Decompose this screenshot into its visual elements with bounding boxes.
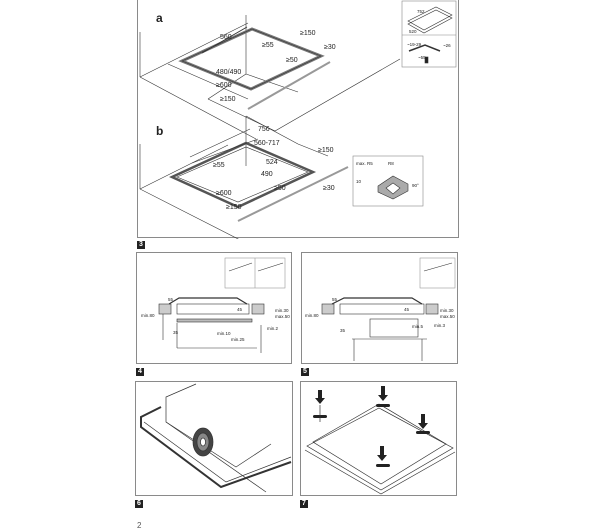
inset-dim: 520 bbox=[409, 29, 417, 34]
figure-number-badge: 4 bbox=[136, 368, 144, 376]
seal-tape-illustration bbox=[140, 383, 292, 493]
inset-dim: 10 bbox=[356, 179, 362, 184]
dim-label: 480/490 bbox=[216, 69, 242, 76]
dim-label: ≥55 bbox=[213, 162, 225, 169]
figure-5-panel: 55 min.80 45 min.30 max.50 35 min.5 min.… bbox=[301, 252, 458, 364]
dim-label: min.80 bbox=[305, 313, 319, 318]
figure-4-panel: 55 min.80 45 min.30 max.50 35 min.10 min… bbox=[136, 252, 292, 364]
dim-label: ≥30 bbox=[324, 44, 336, 51]
inset-dim: R8 bbox=[388, 161, 394, 166]
figure-3-panel: a 560 ≥55 ≥150 ≥30 ≥50 480/490 ≥600 ≥150… bbox=[137, 0, 459, 239]
dim-label: ≥150 bbox=[300, 30, 316, 37]
dim-label: min.5 bbox=[412, 324, 424, 329]
dim-label: min.2 bbox=[267, 326, 279, 331]
dim-label: max.50 bbox=[440, 314, 455, 319]
built-in-section-diagram bbox=[321, 257, 456, 361]
mounting-brackets-illustration bbox=[304, 386, 456, 495]
dim-label: 55 bbox=[168, 297, 174, 302]
dim-label: ≥600 bbox=[216, 82, 232, 89]
dim-label: 560 bbox=[220, 34, 232, 41]
dim-label: 35 bbox=[340, 328, 346, 333]
inset-dim: max. R5 bbox=[356, 161, 373, 166]
inset-dim: 752 bbox=[417, 9, 425, 14]
dim-label: 560-717 bbox=[254, 140, 280, 147]
dim-label: 35 bbox=[173, 330, 179, 335]
dim-label: ≥50 bbox=[286, 57, 298, 64]
dim-label: min.10 bbox=[217, 331, 231, 336]
inset-dim: 90° bbox=[412, 183, 419, 188]
inset-dim: ~26 bbox=[443, 43, 451, 48]
label-a: a bbox=[156, 11, 163, 25]
dim-label: min.25 bbox=[231, 337, 245, 342]
dim-label: ≥55 bbox=[262, 42, 274, 49]
dim-label: ≥30 bbox=[323, 185, 335, 192]
dim-label: min.80 bbox=[141, 313, 155, 318]
figure-number-badge: 3 bbox=[137, 241, 145, 249]
figure-number-badge: 7 bbox=[300, 500, 308, 508]
dim-label: max.50 bbox=[275, 314, 290, 319]
page-number: 2 bbox=[137, 521, 142, 530]
figure-number-badge: 6 bbox=[135, 500, 143, 508]
dim-label: ≥150 bbox=[318, 147, 334, 154]
figure-6-panel bbox=[135, 381, 293, 496]
dim-label: ≥50 bbox=[274, 185, 286, 192]
dim-label: ≥150 bbox=[226, 204, 242, 211]
figure-7-panel bbox=[300, 381, 457, 496]
figure-number-badge: 5 bbox=[301, 368, 309, 376]
dim-label: 756 bbox=[258, 126, 270, 133]
dim-label: 524 bbox=[266, 159, 278, 166]
dim-label: ≥600 bbox=[216, 190, 232, 197]
dim-label: min.30 bbox=[275, 308, 289, 313]
dim-label: ≥150 bbox=[220, 96, 236, 103]
dim-label: 45 bbox=[237, 307, 243, 312]
cutout-diagrams bbox=[139, 0, 457, 239]
dim-label: 55 bbox=[332, 297, 338, 302]
label-b: b bbox=[156, 124, 164, 138]
dim-label: 45 bbox=[404, 307, 410, 312]
built-in-section-diagram bbox=[158, 257, 286, 353]
dim-label: 490 bbox=[261, 171, 273, 178]
dim-label: min.3 bbox=[434, 323, 446, 328]
inset-dim: ~19-29 bbox=[407, 42, 422, 47]
dim-label: min.30 bbox=[440, 308, 454, 313]
inset-dim: ~55 bbox=[418, 55, 426, 60]
